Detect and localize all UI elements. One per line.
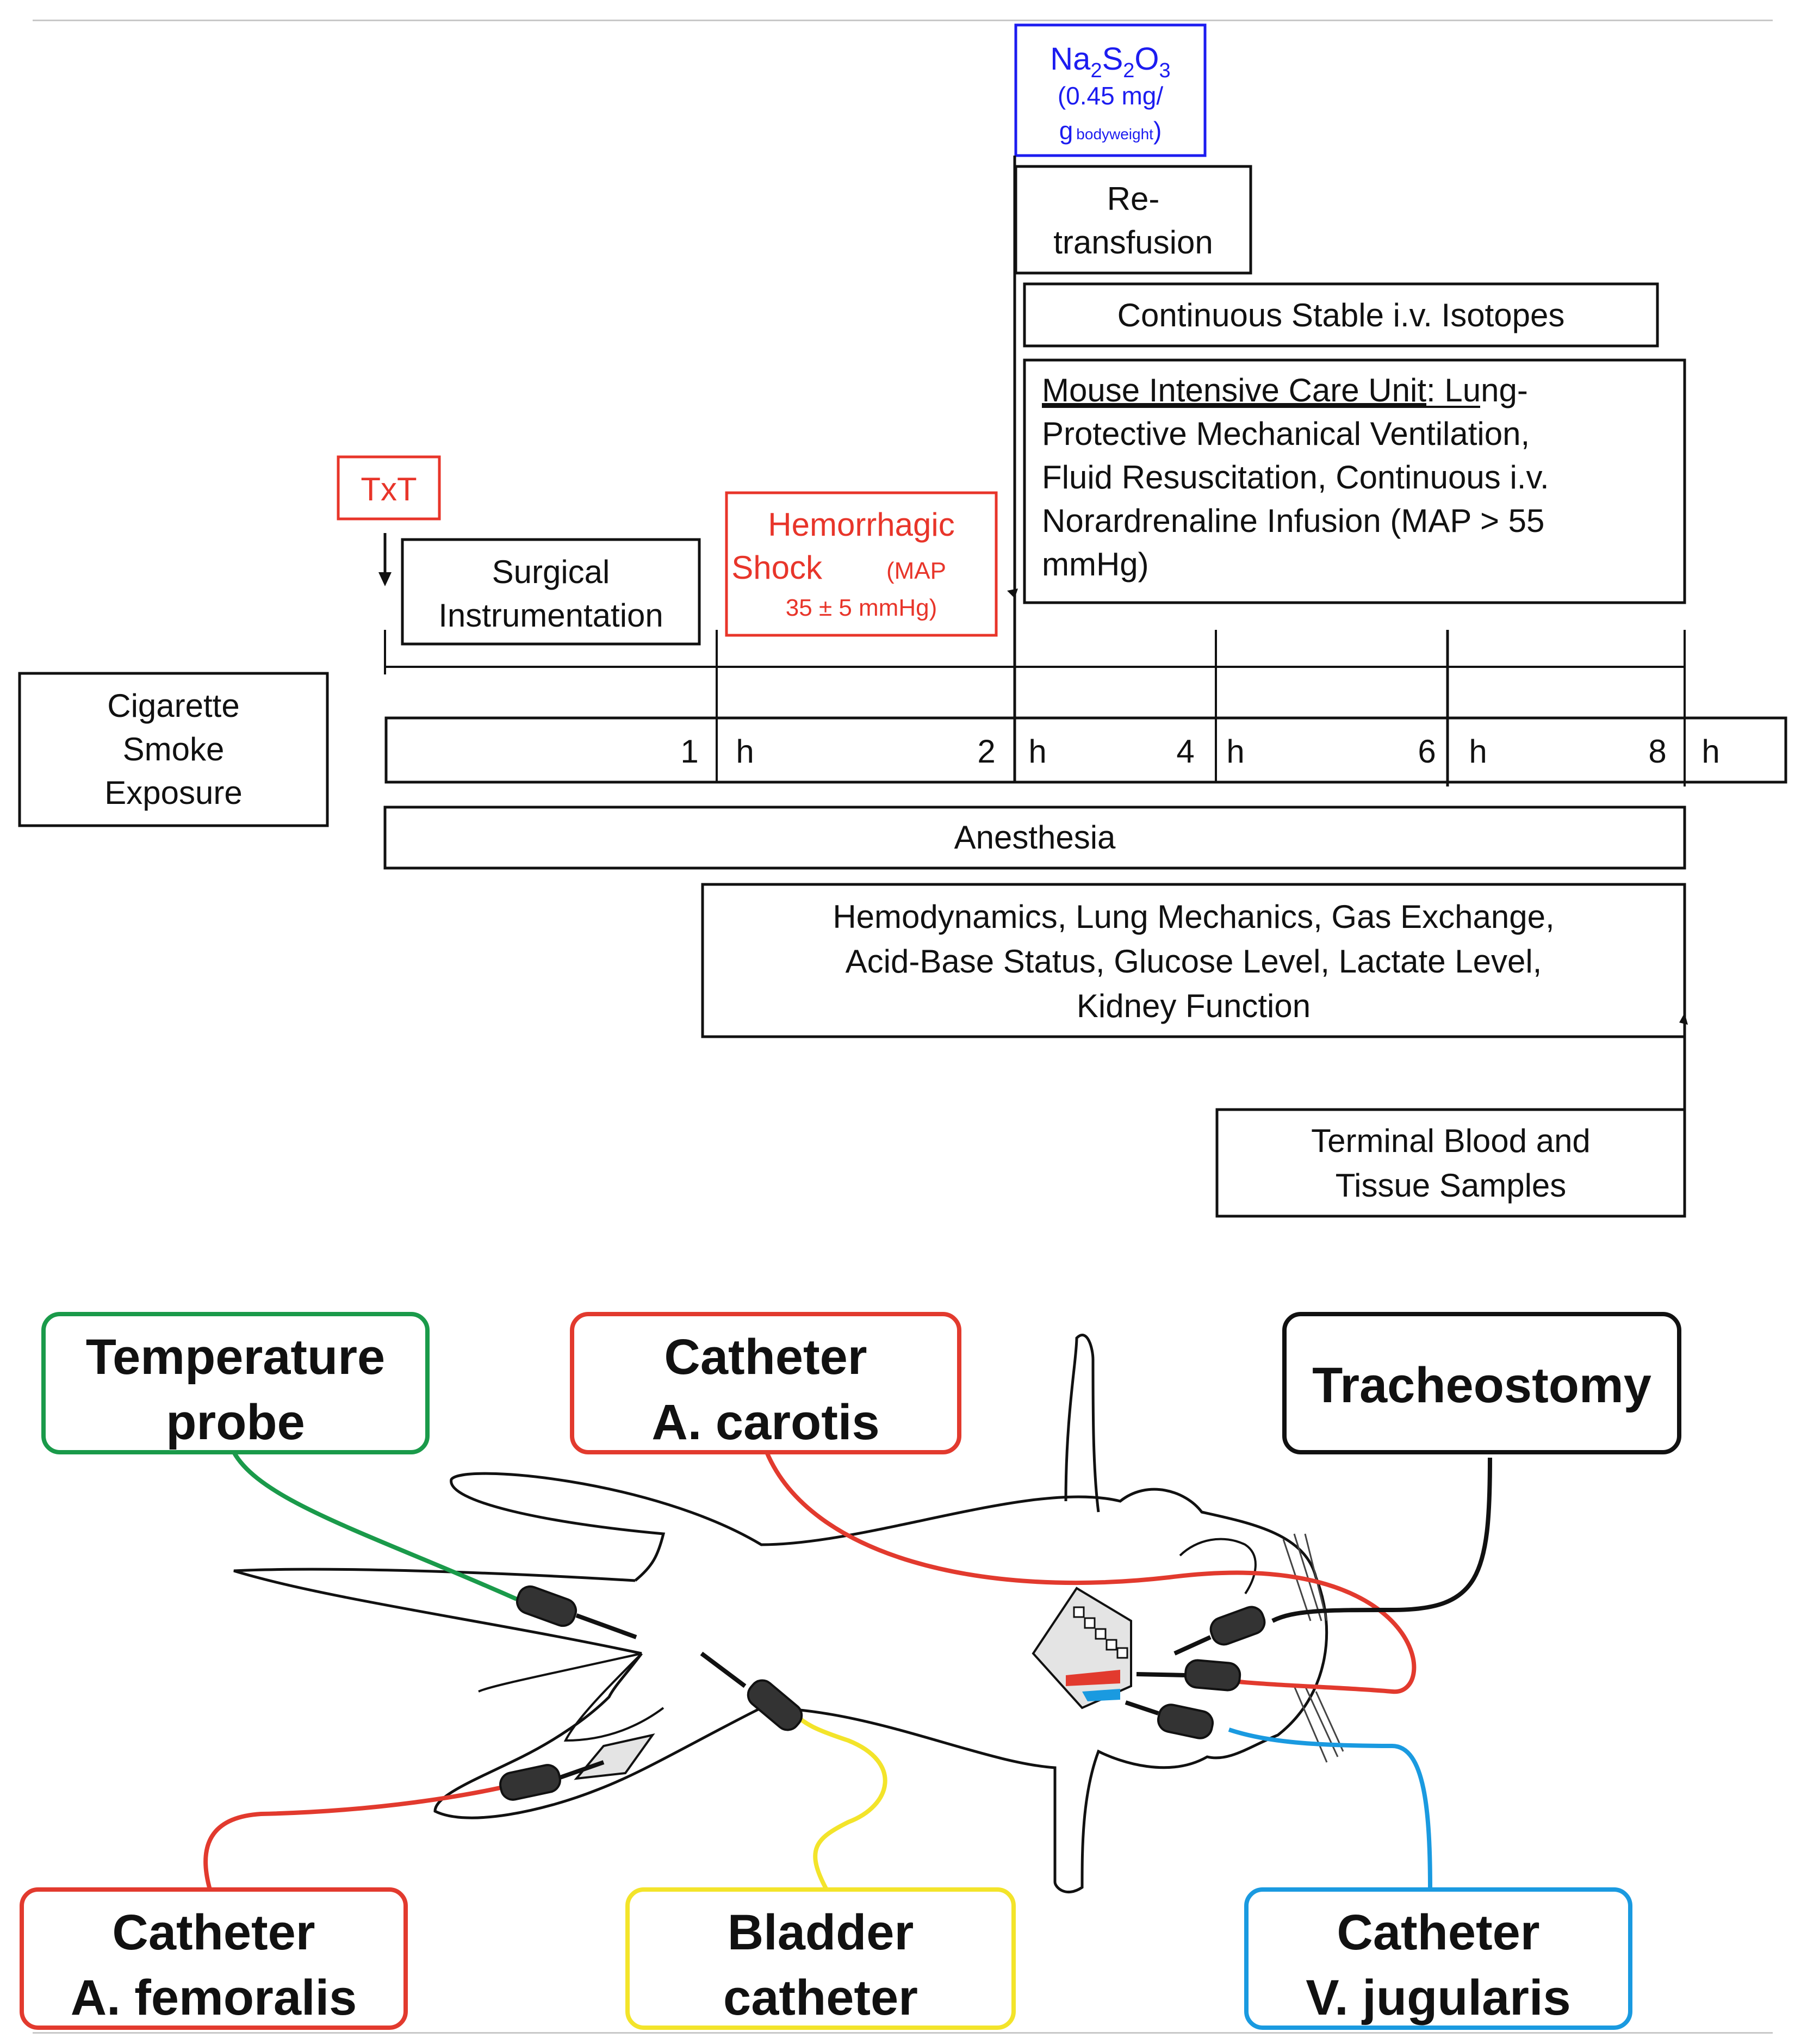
micu-line4: Norardrenaline Infusion (MAP > 55	[1042, 503, 1544, 539]
carotis-line2: A. carotis	[651, 1395, 879, 1450]
micu-line2: Protective Mechanical Ventilation,	[1042, 416, 1530, 452]
jugularis-line2: V. jugularis	[1306, 1970, 1570, 2026]
neck-jugular-vessel	[1082, 1689, 1120, 1701]
axis-unit-8: h	[1701, 733, 1719, 770]
axis-unit-2: h	[1028, 733, 1046, 770]
surgical-line1: Surgical	[492, 554, 610, 590]
catheter-carotis-label: Catheter A. carotis	[570, 1312, 961, 1454]
axis-tick-4: 4	[1176, 733, 1194, 770]
axis-bar	[384, 716, 1787, 784]
axis-tick-8: 8	[1648, 733, 1666, 770]
micu-box: Mouse Intensive Care Unit: Lung- Protect…	[1023, 358, 1686, 604]
temperature-probe-label: Temperature probe	[41, 1312, 430, 1454]
hemorrhagic-shock-box: Hemorrhagic Shock (MAP 35 ± 5 mmHg)	[725, 491, 998, 637]
retransfusion-box: Re- transfusion	[1014, 165, 1252, 275]
bladder-catheter-label: Bladder catheter	[625, 1887, 1016, 2030]
txt-label: TxT	[361, 471, 417, 507]
carotis-line1: Catheter	[664, 1329, 867, 1385]
terminal-line1: Terminal Blood and	[1311, 1123, 1591, 1159]
axis-tick-2: 2	[977, 733, 995, 770]
micu-line1: Mouse Intensive Care Unit: Lung-	[1042, 372, 1528, 408]
temperature-line1: Temperature	[86, 1329, 385, 1385]
axis-unit-4: h	[1226, 733, 1244, 770]
axis-unit-1: h	[736, 733, 754, 770]
temperature-line2: probe	[166, 1395, 305, 1450]
cigarette-smoke-line3: Exposure	[104, 775, 242, 811]
bladder-line2: catheter	[723, 1970, 918, 2026]
mouse-tail	[233, 1568, 642, 1655]
shock-line3: 35 ± 5 mmHg)	[786, 594, 937, 621]
neck-trachea	[1073, 1606, 1128, 1659]
mouse-ear	[1179, 1538, 1257, 1595]
isotopes-label: Continuous Stable i.v. Isotopes	[1117, 297, 1565, 333]
mouse-hind-leg	[563, 1652, 664, 1742]
neck-incision	[1032, 1587, 1132, 1709]
measurements-line1: Hemodynamics, Lung Mechanics, Gas Exchan…	[833, 899, 1554, 935]
mouse-whiskers	[1282, 1533, 1344, 1763]
thiosulfate-formula: Na2S2O3	[1050, 41, 1170, 82]
catheter-femoralis-label: Catheter A. femoralis	[20, 1887, 408, 2030]
cigarette-smoke-line2: Smoke	[123, 731, 225, 767]
txt-box: TxT	[337, 455, 441, 586]
top-rule	[33, 20, 1773, 21]
timeline: Cigarette Smoke Exposure TxT Surgical In…	[18, 23, 1787, 1218]
mouse-tail-inner	[478, 1652, 642, 1693]
femoralis-line1: Catheter	[112, 1905, 315, 1960]
measurements-line2: Acid-Base Status, Glucose Level, Lactate…	[846, 943, 1542, 980]
micu-line5: mmHg)	[1042, 546, 1149, 583]
thiosulfate-dose-line1: (0.45 mg/	[1058, 82, 1164, 110]
femoral-incision	[574, 1733, 655, 1780]
shock-line1: Hemorrhagic	[768, 506, 954, 543]
line-bladder	[700, 1651, 887, 1891]
shock-line2-note: (MAP	[886, 558, 946, 584]
terminal-samples-box: Terminal Blood and Tissue Samples	[1215, 1108, 1686, 1218]
isotopes-box: Continuous Stable i.v. Isotopes	[1023, 282, 1659, 348]
mouse-front-leg	[1064, 1334, 1100, 1513]
femoralis-line2: A. femoralis	[71, 1970, 357, 2026]
terminal-arrow-head	[1679, 1013, 1688, 1025]
time-axis: 1 h 2 h 4 h 6 h 8 h	[384, 630, 1787, 786]
cigarette-smoke-line1: Cigarette	[107, 687, 239, 724]
line-carotis	[765, 1451, 1417, 1694]
bladder-line1: Bladder	[728, 1905, 914, 1960]
shock-line2-main: Shock	[731, 549, 823, 586]
axis-tick-1: 1	[680, 733, 698, 770]
line-temperature	[232, 1451, 637, 1639]
bottom-rule	[33, 2032, 1773, 2034]
line-jugularis	[1125, 1700, 1432, 1890]
mouse-illustration	[203, 1334, 1492, 1894]
axis-unit-6: h	[1469, 733, 1487, 770]
anesthesia-box: Anesthesia	[383, 806, 1686, 870]
terminal-line2: Tissue Samples	[1336, 1167, 1567, 1204]
micu-line3: Fluid Resuscitation, Continuous i.v.	[1042, 459, 1549, 495]
micu-arrow-head	[1007, 589, 1018, 598]
measurements-box: Hemodynamics, Lung Mechanics, Gas Exchan…	[701, 883, 1686, 1038]
catheter-jugularis-label: Catheter V. jugularis	[1244, 1887, 1632, 2030]
axis-tick-6: 6	[1418, 733, 1436, 770]
line-femoralis	[203, 1760, 605, 1891]
jugularis-line1: Catheter	[1337, 1905, 1539, 1960]
retransfusion-line1: Re-	[1107, 181, 1160, 217]
txt-arrow-head	[378, 572, 392, 586]
anesthesia-label: Anesthesia	[954, 819, 1116, 856]
mouse-body	[433, 1472, 1328, 1894]
surgical-line2: Instrumentation	[438, 597, 663, 634]
measurements-line3: Kidney Function	[1077, 988, 1311, 1024]
tracheostomy-label: Tracheostomy	[1282, 1312, 1681, 1454]
mouse-labels: Temperature probe Catheter A. carotis Tr…	[20, 1312, 1681, 2030]
neck-carotid-vessel	[1066, 1670, 1120, 1686]
retransfusion-line2: transfusion	[1053, 224, 1213, 261]
cigarette-smoke-box: Cigarette Smoke Exposure	[18, 672, 329, 827]
line-tracheostomy	[1173, 1457, 1492, 1656]
tracheostomy-text: Tracheostomy	[1312, 1358, 1651, 1413]
surgical-instrumentation-box: Surgical Instrumentation	[401, 538, 701, 646]
